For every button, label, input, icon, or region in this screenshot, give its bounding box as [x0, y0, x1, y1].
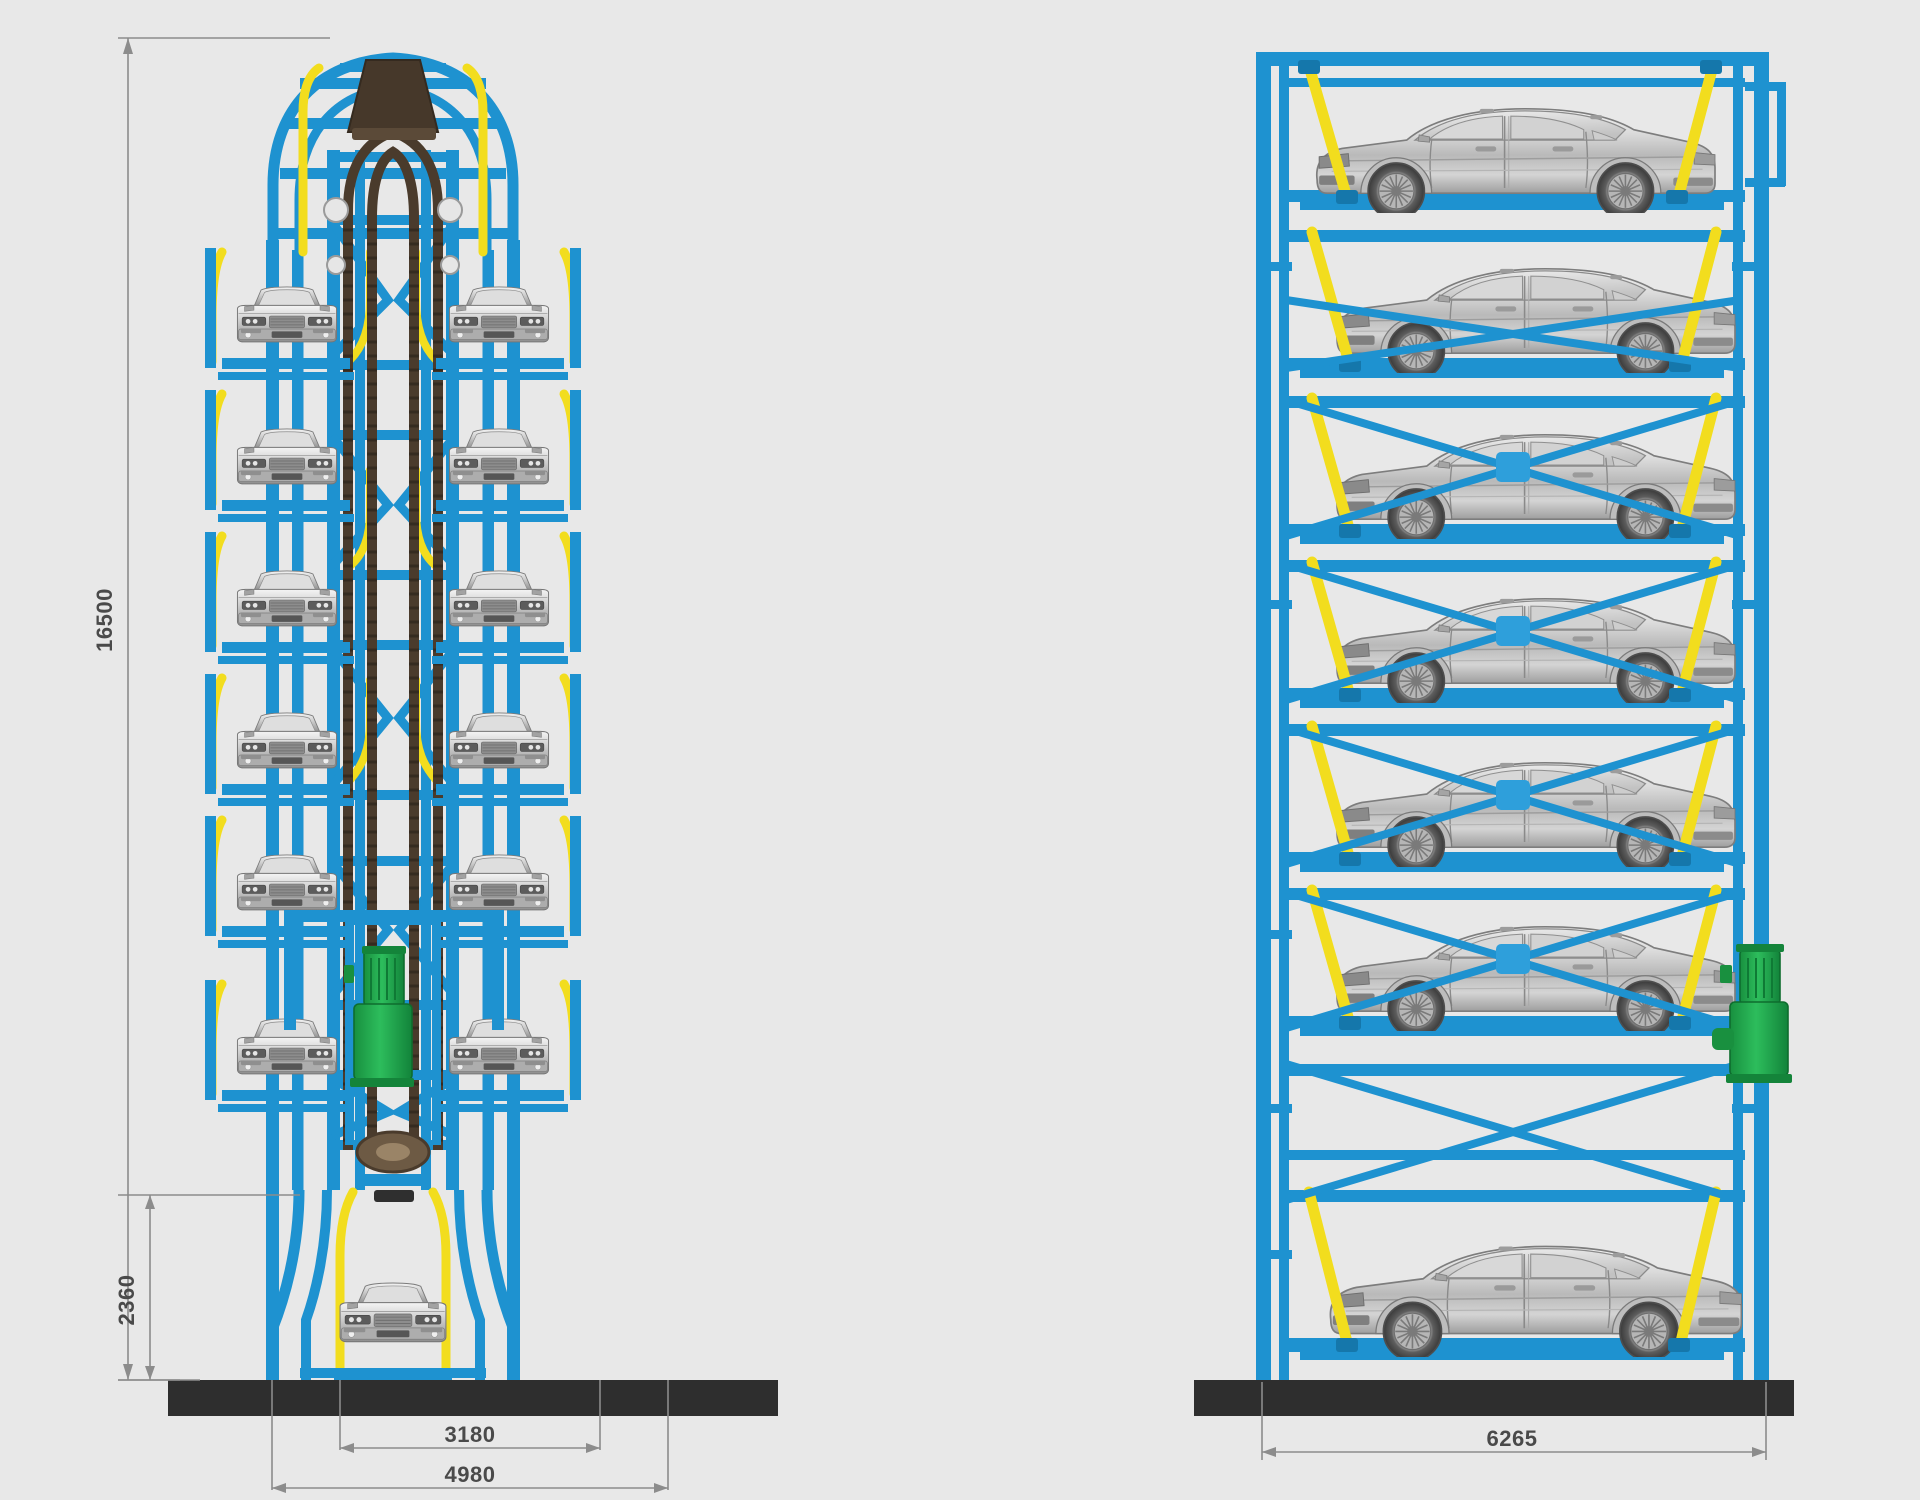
parking-level	[1279, 884, 1745, 1036]
entry-bay-frame	[266, 1187, 520, 1380]
carousel-pallet	[205, 673, 581, 806]
dimension-label-depth: 6265	[1487, 1426, 1538, 1451]
parking-level	[1279, 720, 1745, 872]
carousel-outer-shell	[267, 52, 519, 1195]
parking-level	[1279, 392, 1745, 544]
drive-motor	[344, 946, 414, 1087]
ground-slab-right	[1194, 1380, 1794, 1416]
carousel-pallet	[205, 247, 581, 380]
dimension-label-outer-width: 4980	[445, 1462, 496, 1487]
lower-sprocket	[355, 1130, 431, 1202]
parking-level	[1279, 60, 1745, 213]
carousel-pallet	[205, 389, 581, 522]
side-top-beam	[1256, 52, 1786, 187]
parking-level	[1279, 556, 1745, 708]
carousel-pallet	[205, 979, 581, 1112]
drive-sprocket-head	[323, 59, 463, 275]
dimension-label-height: 16500	[92, 588, 117, 652]
dimension-label-inner-width: 3180	[445, 1422, 496, 1447]
drive-motor	[1712, 944, 1792, 1083]
left-view-front-elevation	[205, 52, 581, 1380]
side-levels	[1256, 60, 1768, 1360]
carousel-pallet	[205, 531, 581, 664]
right-view-side-elevation	[1256, 52, 1792, 1382]
dimension-label-ground-clearance: 2360	[114, 1275, 139, 1326]
carousel-top-hanger-guides	[298, 63, 488, 257]
side-secondary-beams	[1256, 262, 1768, 1259]
dimensions-layer	[118, 37, 1767, 1493]
parking-level	[1279, 1060, 1745, 1360]
parking-level	[1279, 226, 1745, 378]
ground-slab-left	[168, 1380, 778, 1416]
